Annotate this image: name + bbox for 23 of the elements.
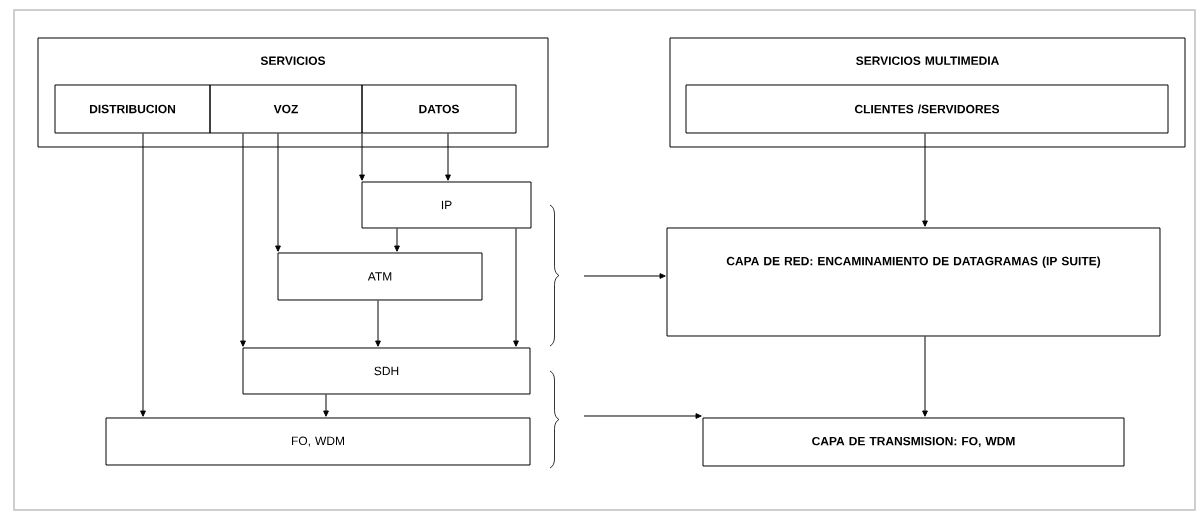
arrow (513, 228, 519, 347)
arrow (922, 336, 928, 417)
arrow (583, 413, 702, 419)
layer-box: FO, WDM (105, 417, 531, 466)
layer-box: SDH (242, 347, 531, 395)
arrow (394, 228, 400, 252)
service-cell: CLIENTES /SERVIDORES (685, 84, 1169, 134)
arrow (240, 133, 246, 347)
layer-box: CAPA DE TRANSMISION: FO, WDM (702, 417, 1125, 467)
arrow (323, 394, 329, 417)
arrow (445, 133, 451, 181)
layer-box: IP (361, 181, 532, 229)
arrow (140, 133, 146, 417)
arrow (275, 133, 281, 252)
layer-box: ATM (277, 252, 483, 301)
service-cell: VOZ (209, 84, 363, 134)
arrow (375, 300, 381, 347)
service-cell: DISTRIBUCION (54, 84, 211, 134)
service-cell: DATOS (361, 84, 517, 134)
arrow (359, 133, 365, 181)
arrow (583, 273, 666, 279)
arrow (922, 133, 928, 227)
layer-box: CAPA DE RED: ENCAMINAMIENTO DE DATAGRAMAS (IP SUITE) (666, 227, 1161, 337)
